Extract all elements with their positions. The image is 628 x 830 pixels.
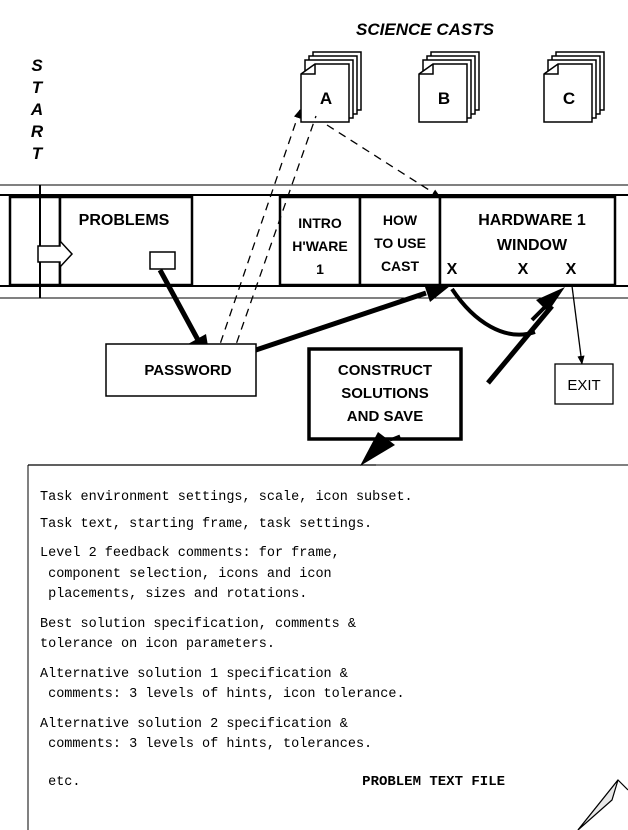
start-label: S T A R T	[30, 56, 44, 163]
file-line: Best solution specification, comments &	[40, 617, 356, 632]
password-label: PASSWORD	[144, 362, 231, 379]
start-letter: T	[32, 144, 44, 163]
curve-arrow	[450, 287, 536, 337]
how-line: CAST	[381, 258, 420, 274]
exit-label: EXIT	[567, 377, 600, 394]
arrow-construct-to-hardware	[486, 304, 554, 385]
cast-doc-letter: B	[438, 89, 450, 108]
start-letter: R	[31, 122, 44, 141]
how-line: HOW	[383, 212, 418, 228]
file-line: Level 2 feedback comments: for frame,	[40, 546, 340, 561]
dashed-line-to-cast-a	[231, 115, 317, 357]
problems-label: PROBLEMS	[79, 212, 170, 229]
arrow-to-exit	[571, 285, 585, 365]
start-letter: S	[31, 56, 43, 75]
file-line: comments: 3 levels of hints, tolerances.	[40, 737, 372, 752]
construct-line: AND SAVE	[347, 408, 423, 425]
exit-box[interactable]	[554, 363, 614, 405]
cast-doc-c: C	[543, 51, 605, 123]
hardware-window-frame[interactable]: HARDWARE 1 WINDOW X X X	[447, 212, 586, 278]
intro-hardware-frame[interactable]: INTRO H'WARE 1	[292, 215, 347, 277]
password-box[interactable]	[105, 343, 257, 397]
arrow-to-password	[157, 268, 201, 342]
how-to-use-frame[interactable]: HOW TO USE CAST	[374, 212, 426, 274]
problem-text-file: Task environment settings, scale, icon s…	[27, 432, 628, 830]
curve-arrow-tail	[530, 298, 554, 322]
construct-line: CONSTRUCT	[338, 362, 432, 379]
file-line: Task environment settings, scale, icon s…	[40, 490, 413, 505]
start-letter: A	[30, 100, 43, 119]
file-line: placements, sizes and rotations.	[40, 587, 307, 602]
password-button[interactable]	[149, 251, 176, 270]
cast-doc-b: B	[418, 51, 480, 123]
cast-doc-letter: C	[563, 89, 575, 108]
file-line: Task text, starting frame, task settings…	[40, 517, 372, 532]
dashed-arrow-to-hardware	[326, 124, 441, 198]
cast-doc-a: A	[300, 51, 362, 123]
intro-line: INTRO	[298, 215, 342, 231]
problem-text-file-label: PROBLEM TEXT FILE	[362, 774, 505, 790]
file-line: Alternative solution 2 specification &	[40, 717, 348, 732]
arrow-head	[360, 432, 395, 466]
x-mark[interactable]: X	[518, 261, 529, 278]
arrow-head	[424, 284, 450, 302]
arrow-password-to-hardware	[249, 290, 427, 355]
file-line: comments: 3 levels of hints, icon tolera…	[40, 687, 405, 702]
dashed-arrow-to-cast-a	[215, 109, 301, 357]
file-line: etc.	[40, 775, 81, 790]
construct-line: SOLUTIONS	[341, 385, 429, 402]
science-casts-title: SCIENCE CASTS	[356, 20, 495, 39]
file-line: component selection, icons and icon	[40, 567, 332, 582]
file-line: tolerance on icon parameters.	[40, 637, 275, 652]
file-line: Alternative solution 1 specification &	[40, 667, 348, 682]
how-line: TO USE	[374, 235, 426, 251]
x-mark[interactable]: X	[566, 261, 577, 278]
cast-doc-letter: A	[320, 89, 332, 108]
hardware-line: WINDOW	[497, 237, 568, 254]
construct-solutions-box[interactable]	[307, 347, 463, 441]
intro-line: H'WARE	[292, 238, 347, 254]
start-letter: T	[32, 78, 44, 97]
x-mark[interactable]: X	[447, 261, 458, 278]
hardware-line: HARDWARE 1	[478, 212, 586, 229]
intro-line: 1	[316, 261, 324, 277]
start-arrow-icon	[37, 239, 74, 269]
